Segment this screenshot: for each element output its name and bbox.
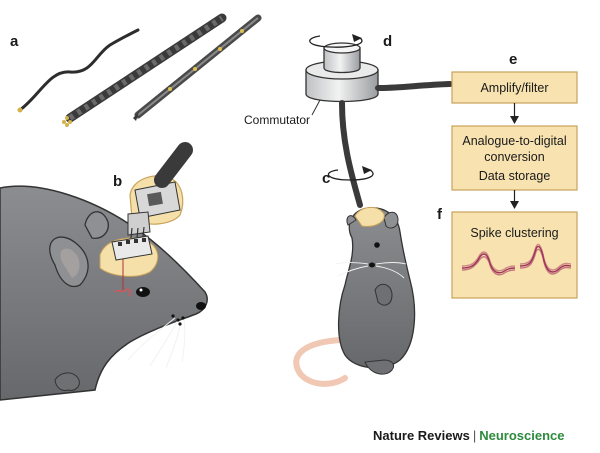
commutator-output-cable	[375, 81, 453, 91]
standing-rat-foot	[364, 359, 395, 375]
panel-label-a: a	[10, 33, 19, 50]
journal-name: Neuroscience	[479, 428, 565, 443]
rat-head	[0, 185, 208, 401]
rotation-arrow-cable	[327, 169, 374, 181]
commutator-group	[305, 34, 453, 208]
commutator-pointer	[311, 99, 321, 116]
rat-forepaw	[54, 372, 80, 391]
amplify-label: Amplify/filter	[480, 81, 548, 95]
adc-label-line2: conversion	[484, 150, 544, 164]
panel-label-b: b	[113, 173, 122, 190]
rat-nose	[196, 302, 206, 310]
standing-rat-eye	[374, 242, 380, 248]
publisher-name: Nature Reviews	[373, 428, 470, 443]
amplify-box	[451, 71, 578, 104]
rat-ear-inner	[60, 248, 80, 278]
single-wire-electrode	[18, 28, 140, 112]
spike-waveform-2	[519, 243, 572, 275]
spike-label: Spike clustering	[470, 226, 558, 240]
flow-arrow-2	[510, 201, 519, 209]
panel-label-c: c	[322, 170, 330, 187]
rat-eye	[136, 287, 150, 297]
rat-tail	[293, 337, 348, 387]
rat-head-group	[0, 142, 208, 401]
standing-rat-group	[293, 207, 416, 387]
spike-box	[451, 211, 578, 299]
tetrode-electrode	[62, 13, 227, 127]
credit-separator: |	[472, 428, 477, 443]
standing-rat-ear	[383, 211, 399, 229]
panel-label-f: f	[437, 206, 443, 223]
panel-label-e: e	[509, 51, 517, 68]
rat-ear-right	[84, 211, 109, 239]
implant-connector	[111, 235, 153, 261]
panel-label-d: d	[383, 33, 392, 50]
credit-line: Nature Reviews|Neuroscience	[373, 428, 564, 443]
processing-flow: Amplify/filter Analogue-to-digital conve…	[451, 71, 578, 299]
tether-cable	[339, 100, 363, 208]
adc-label-line1: Analogue-to-digital	[462, 134, 566, 148]
neurons-marker	[114, 288, 131, 297]
flow-arrow-1	[510, 116, 519, 124]
headstage-plug	[127, 175, 184, 239]
storage-label: Data storage	[479, 169, 551, 183]
rotation-arrow-top	[309, 35, 363, 48]
spike-waveform-1	[461, 251, 516, 276]
adc-storage-box	[451, 125, 578, 191]
wire-tip	[17, 107, 23, 113]
standing-rat-arm	[374, 283, 393, 306]
electrodes-group	[17, 13, 262, 127]
silicon-probe	[133, 14, 262, 121]
headstage-cable	[154, 142, 193, 188]
standing-rat-headpatch	[354, 207, 385, 227]
commutator-label: Commutator	[244, 113, 310, 127]
